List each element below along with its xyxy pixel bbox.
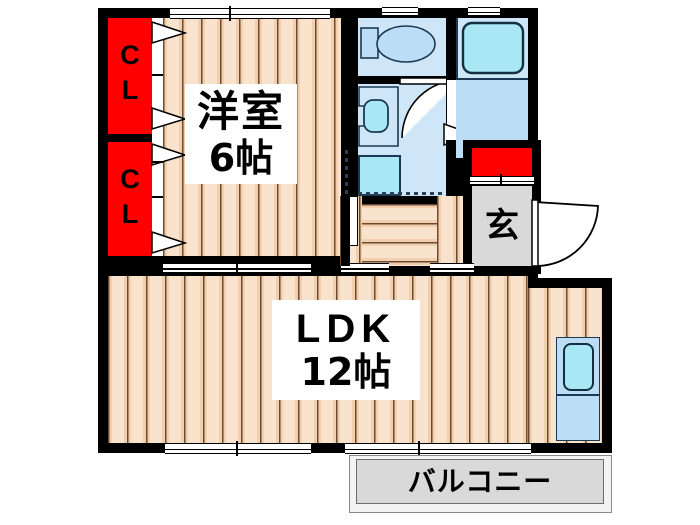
vanity-sink-icon [358,86,399,147]
closet-upper [108,18,152,134]
shoe-cabinet [472,148,532,176]
ldk-size: 12帖 [300,350,392,394]
ldk-name: LDK [295,307,397,351]
closet-jamb-1 [152,74,163,76]
kitchen-counter-split-line [556,394,600,396]
ldk-balcony-window-mullion [418,441,420,456]
toilet-fixture-icon [360,25,436,63]
bath-inner-edge [456,18,458,80]
ldk-sliding-door-left-mullion [236,261,238,275]
kitchen-sink-basin-icon [563,343,594,391]
ldk-bottom-sash-left-mullion [236,441,238,456]
closet-door-arrow-4 [151,230,188,255]
closet-jamb-3 [152,196,163,198]
closet-door-arrow-3 [151,142,188,167]
ldk-balcony-window [345,443,531,454]
window-mullion [229,6,231,21]
closet-lower [108,142,152,256]
closet-front-gap [152,18,163,256]
ldk-bottom-sash-left [165,443,311,454]
ldk-sliding-door-right [341,263,389,273]
western-room-label: 洋室 6帖 [185,84,297,184]
western-room-size: 6帖 [208,136,274,180]
closet-lower-label-c: C [120,163,140,194]
closet-door-arrow-1 [151,20,188,45]
toilet-window [382,7,418,16]
hall-plank-column [437,196,463,274]
closet-divider-wall [108,134,152,142]
bathroom-window [468,7,500,16]
wall-washroom-bath-lower [446,140,456,218]
toilet-washroom-divider [348,76,446,84]
closet-upper-label-l: L [121,74,139,105]
wall-washroom-bath [446,8,456,80]
washroom-threshold [358,192,446,195]
balcony-floor [356,459,604,504]
ldk-label: LDK 12帖 [272,300,420,400]
western-room-name: 洋室 [196,87,285,136]
shoe-cabinet-mullion [500,174,502,187]
bathtub-icon [461,21,525,75]
wall-room-corridor [341,8,350,266]
bathtub-edge-line [456,78,528,80]
ldk-hall-door [430,263,474,273]
balcony-label: バルコニー [407,464,553,498]
corridor-sliding-panel [349,196,358,246]
entrance-door [531,199,599,267]
closet-door-arrow-2 [151,106,188,131]
shoe-cabinet-front [470,176,534,185]
washing-machine-space-icon [358,155,401,196]
closet-jamb-2 [152,161,163,163]
closet-upper-label-c: C [120,39,140,70]
closet-lower-label-l: L [121,198,139,229]
entrance-label: 玄 [485,206,519,246]
western-room-window [170,8,330,19]
entrance-tile [472,186,532,266]
corridor-dotted-sill [345,150,348,196]
